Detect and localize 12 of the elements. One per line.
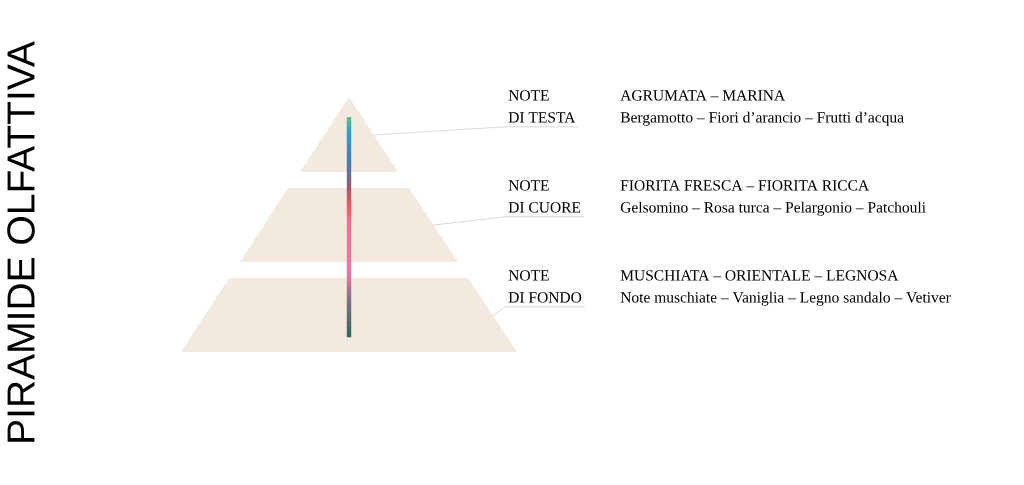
note-label: NOTE DI FONDO (508, 270, 582, 303)
pyramid-tier (300, 97, 398, 172)
pyramid-tier (240, 188, 458, 262)
note-description: FIORITA FRESCA – FIORITA RICCA Gelsomino – Rosa turca – Pelargonio – Patchouli (620, 180, 926, 216)
leader-line (373, 126, 579, 136)
leader-line (492, 306, 586, 317)
note-description: MUSCHIATA – ORIENTALE – LEGNOSA Note muschiate – Vaniglia – Legno sandalo – Vetiver (620, 270, 951, 306)
vertical-title: PIRAMIDE OLFATTIVA (7, 41, 35, 442)
note-description: AGRUMATA – MARINA Bergamotto – Fiori d’arancio – Frutti d’acqua (620, 90, 904, 126)
note-label: NOTE DI CUORE (508, 180, 581, 213)
note-label: NOTE DI TESTA (508, 90, 576, 123)
leader-line (433, 216, 585, 226)
